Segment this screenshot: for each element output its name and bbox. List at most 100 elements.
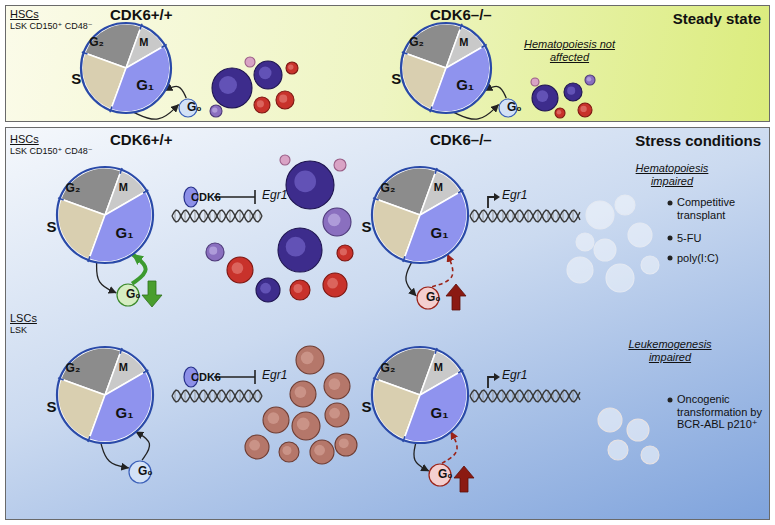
dna-helix bbox=[470, 210, 580, 222]
cycle-tick bbox=[143, 190, 148, 193]
dna-strand bbox=[172, 390, 262, 402]
cycle-tick bbox=[140, 24, 142, 30]
cycle-connector bbox=[442, 432, 457, 463]
cell-figure bbox=[615, 195, 635, 215]
dna-rung bbox=[195, 390, 196, 402]
cell-cycle-pie bbox=[399, 21, 493, 115]
cycle-tick bbox=[120, 168, 122, 174]
cell-figure bbox=[278, 228, 322, 272]
dna-rung bbox=[573, 210, 574, 222]
dna-rung bbox=[230, 390, 231, 402]
phase-label: M bbox=[459, 36, 476, 49]
cycle-tick bbox=[88, 256, 90, 262]
cell-cycle-pie bbox=[55, 165, 155, 265]
dna-helix bbox=[172, 210, 262, 222]
cell-nucleus bbox=[297, 418, 310, 431]
phase-label: G₁ bbox=[136, 76, 155, 93]
dna-rung bbox=[483, 210, 484, 222]
cell-figure bbox=[323, 273, 347, 297]
cell-body bbox=[335, 434, 357, 456]
cycle-ring bbox=[81, 23, 171, 113]
cycle-connector bbox=[432, 254, 453, 286]
cell-body bbox=[280, 155, 290, 165]
dna-rung bbox=[483, 390, 484, 402]
cell-body bbox=[627, 419, 649, 441]
cell-nucleus bbox=[257, 100, 264, 107]
cell-body bbox=[594, 239, 616, 261]
condition-label: Oncogenic transformation by BCR-ABL p210… bbox=[677, 393, 765, 431]
cycle-connector bbox=[485, 86, 506, 98]
cell-nucleus bbox=[286, 237, 306, 257]
outcome-label: Leukemogenesis impaired bbox=[618, 338, 722, 363]
cell-figure bbox=[586, 201, 614, 229]
cell-figure bbox=[254, 61, 282, 89]
phase-slice bbox=[404, 372, 467, 443]
cell-body bbox=[337, 245, 353, 261]
protein-ellipse: CDK6 bbox=[183, 366, 199, 388]
gene-label: Egr1 bbox=[502, 189, 527, 203]
cell-figure bbox=[628, 223, 652, 247]
cell-body bbox=[245, 57, 255, 67]
cell-nucleus bbox=[283, 446, 292, 455]
arrow-head bbox=[494, 373, 500, 381]
cell-body bbox=[292, 412, 320, 440]
cycle-tick bbox=[403, 256, 405, 262]
cell-body bbox=[263, 407, 289, 433]
phase-slice bbox=[431, 46, 490, 112]
cycle-tick bbox=[162, 45, 167, 48]
cell-nucleus bbox=[557, 110, 562, 115]
bullet bbox=[668, 201, 673, 206]
cycle-tick bbox=[402, 52, 408, 54]
cell-nucleus bbox=[339, 438, 349, 448]
population-label: LSCs bbox=[10, 312, 37, 325]
cell-figure bbox=[606, 264, 634, 292]
cycle-tick bbox=[458, 370, 463, 373]
cell-body bbox=[323, 273, 347, 297]
cell-body bbox=[334, 159, 346, 171]
cycle-tick bbox=[435, 168, 437, 174]
bullet bbox=[668, 256, 673, 261]
cycle-ring bbox=[372, 347, 468, 443]
gene-label: Egr1 bbox=[262, 189, 287, 203]
population-label: HSCs bbox=[10, 133, 39, 146]
g0-outline bbox=[129, 461, 151, 483]
gene-label: Egr1 bbox=[502, 369, 527, 383]
cell-nucleus bbox=[260, 283, 271, 294]
cell-nucleus bbox=[587, 77, 592, 82]
inhibition-symbol bbox=[214, 190, 255, 204]
cell-figure bbox=[598, 408, 622, 432]
state-label: G₀ bbox=[126, 288, 130, 302]
cell-body bbox=[555, 108, 565, 118]
state-label: G₀ bbox=[426, 291, 430, 305]
cycle-connector bbox=[165, 86, 186, 98]
cell-body bbox=[531, 78, 539, 86]
cell-body bbox=[290, 280, 310, 300]
phase-label: G₂ bbox=[66, 362, 120, 376]
cycle-tick bbox=[110, 107, 112, 113]
cell-figure bbox=[256, 278, 280, 302]
cell-figure bbox=[286, 161, 334, 209]
state-label: G₀ bbox=[187, 101, 189, 115]
protein-outline bbox=[184, 187, 198, 207]
cell-cycle-circle: G₂MSG₁ bbox=[370, 345, 470, 445]
marker-label: LSK CD150⁺ CD48⁻ bbox=[10, 146, 93, 156]
state-label: G₀ bbox=[138, 465, 142, 479]
cell-nucleus bbox=[340, 248, 347, 255]
cell-body bbox=[310, 440, 334, 464]
phase-label: G₂ bbox=[89, 36, 140, 50]
cycle-connector bbox=[414, 443, 429, 471]
cycle-tick bbox=[430, 107, 432, 113]
dna-helix bbox=[470, 390, 580, 402]
cell-body bbox=[641, 256, 659, 274]
cell-nucleus bbox=[249, 440, 260, 451]
dna-rung bbox=[538, 210, 539, 222]
arrow-head bbox=[494, 193, 500, 201]
genotype-label: CDK6+/+ bbox=[110, 131, 173, 148]
cell-body bbox=[210, 105, 222, 117]
cycle-tick bbox=[58, 198, 64, 200]
phase-label: M bbox=[119, 361, 138, 374]
cell-body bbox=[585, 75, 595, 85]
quiescence-circle: G₀ bbox=[178, 98, 198, 118]
condition-label: Competitive transplant bbox=[677, 196, 765, 221]
cell-figure bbox=[532, 85, 558, 111]
